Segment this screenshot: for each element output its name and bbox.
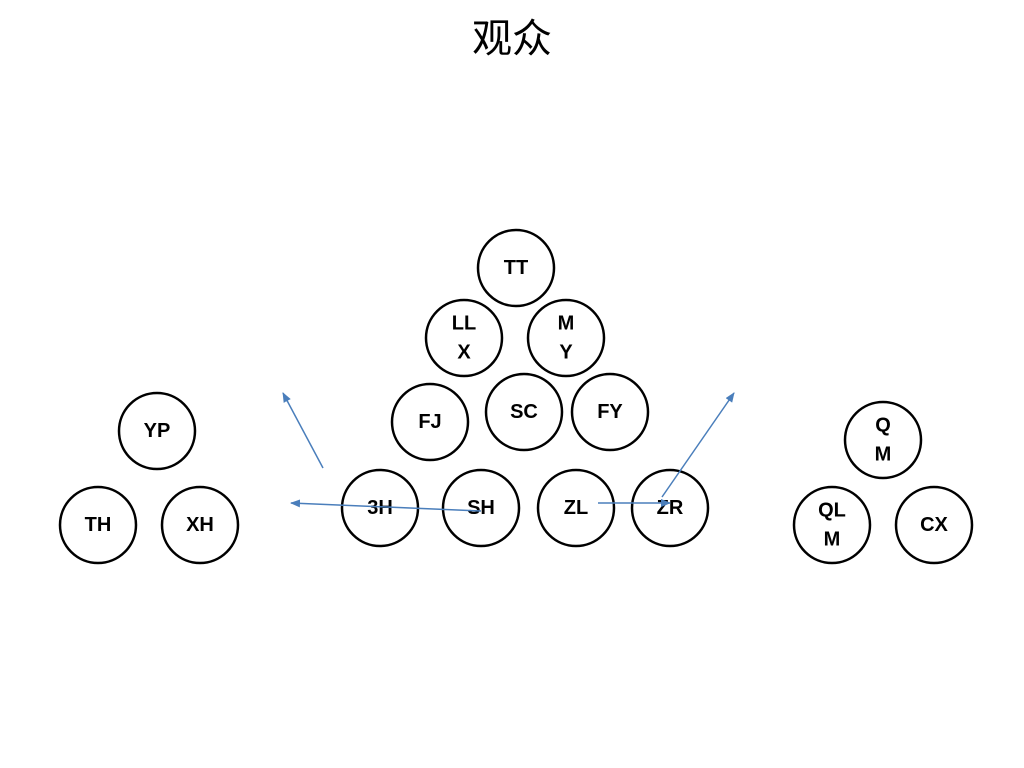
node-label: YP	[144, 420, 171, 442]
arrow-right-diagonal	[661, 392, 735, 498]
node-circle	[424, 298, 504, 378]
node-xh: XH	[160, 485, 240, 565]
node-circle	[390, 382, 470, 462]
node-qm: QM	[843, 400, 923, 480]
node-circle	[843, 400, 923, 480]
node-llx: LL X	[424, 298, 504, 378]
node-label: ZL	[564, 497, 588, 519]
node-label: FY	[597, 401, 623, 423]
node-circle	[476, 228, 556, 308]
node-label: LL	[452, 313, 476, 335]
node-circle	[441, 468, 521, 548]
node-label: X	[457, 342, 471, 364]
node-circle	[792, 485, 872, 565]
node-label: CX	[920, 514, 948, 536]
node-circle	[570, 372, 650, 452]
node-yp: YP	[117, 391, 197, 471]
node-label: ZR	[657, 497, 684, 519]
node-sc: SC	[484, 372, 564, 452]
node-qlm: QL M	[792, 485, 872, 565]
node-circle	[630, 468, 710, 548]
node-label: XH	[186, 514, 214, 536]
node-zr: ZR	[630, 468, 710, 548]
arrows-layer	[282, 392, 735, 512]
node-label: M	[875, 444, 892, 466]
node-circle	[160, 485, 240, 565]
diagram-title: 观众	[472, 16, 552, 62]
node-fy: FY	[570, 372, 650, 452]
node-label: SC	[510, 401, 538, 423]
node-fj: FJ	[390, 382, 470, 462]
node-label: TH	[85, 514, 112, 536]
arrow-left-diagonal	[282, 392, 324, 469]
node-label: M	[558, 313, 575, 335]
node-circle	[894, 485, 974, 565]
node-label: SH	[467, 497, 495, 519]
node-label: QL	[818, 500, 846, 522]
node-circle	[58, 485, 138, 565]
node-sh: SH	[441, 468, 521, 548]
node-label: Y	[559, 342, 573, 364]
node-label: TT	[504, 257, 528, 279]
node-tt: TT	[476, 228, 556, 308]
node-label: M	[824, 529, 841, 551]
node-circle	[117, 391, 197, 471]
node-circle	[484, 372, 564, 452]
node-cx: CX	[894, 485, 974, 565]
node-label: 3H	[367, 497, 393, 519]
node-label: FJ	[418, 411, 441, 433]
node-circle	[526, 298, 606, 378]
node-zl: ZL	[536, 468, 616, 548]
node-my: MY	[526, 298, 606, 378]
node-th: TH	[58, 485, 138, 565]
arrow-left-horizontal	[290, 499, 482, 512]
node-circle	[536, 468, 616, 548]
node-label: Q	[875, 415, 891, 437]
